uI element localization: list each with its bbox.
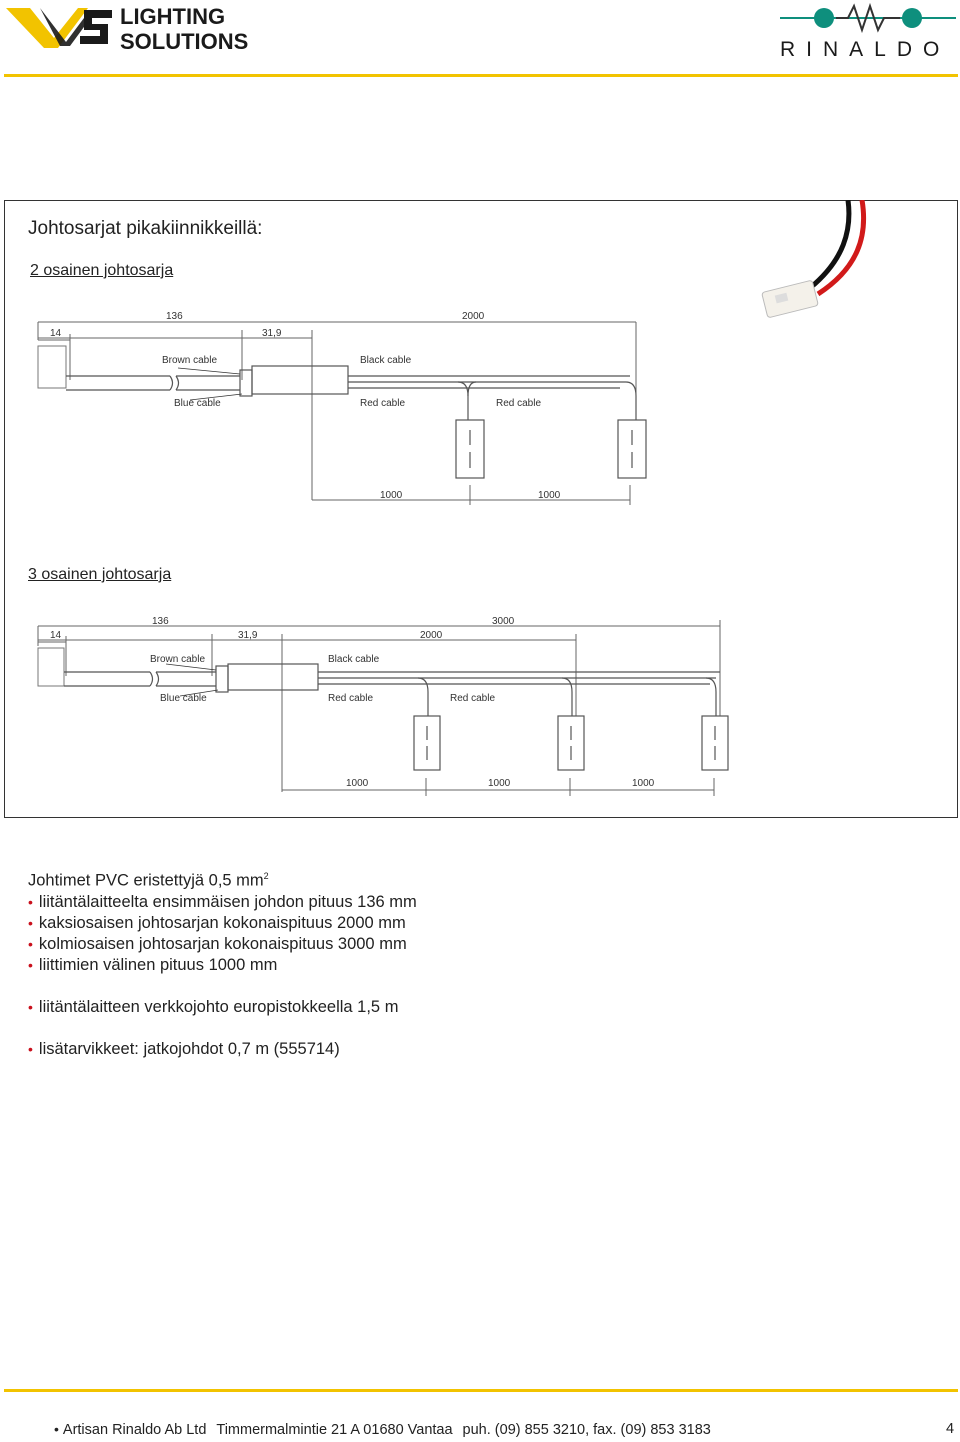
specs-intro-sup: 2 bbox=[263, 871, 269, 881]
spec-extra: • lisätarvikkeet: jatkojohdot 0,7 m (5557… bbox=[28, 1039, 417, 1060]
page-number: 4 bbox=[946, 1421, 955, 1437]
label-red-cable-1: Red cable bbox=[360, 398, 405, 409]
bullet-icon: • bbox=[28, 1040, 33, 1057]
dim-seg2: 1000 bbox=[538, 490, 561, 501]
harness-frame bbox=[4, 200, 958, 818]
footer-bullet-icon: • bbox=[54, 1421, 59, 1437]
three-part-harness-diagram: 136 14 31,9 2000 3000 1000 1000 1000 Bro… bbox=[30, 606, 740, 802]
brand-right: RINALDO bbox=[780, 38, 950, 61]
specs-block: Johtimet PVC eristettyjä 0,5 mm2 • liitän… bbox=[28, 866, 417, 1060]
dim2-seg1: 1000 bbox=[346, 778, 369, 789]
connector-photo bbox=[740, 199, 880, 320]
footer-company: Artisan Rinaldo Ab Ltd bbox=[62, 1422, 207, 1438]
section-heading-2-part: 2 osainen johtosarja bbox=[30, 262, 174, 279]
two-part-harness-diagram: 136 14 31,9 2000 1000 1000 Brown cable B… bbox=[30, 300, 650, 510]
spec-item: • kolmiosaisen johtosarjan kokonaispituus… bbox=[28, 934, 417, 955]
brand-left-line2: SOLUTIONS bbox=[120, 29, 248, 54]
bullet-icon: • bbox=[28, 935, 33, 952]
dim2-seg3: 1000 bbox=[632, 778, 655, 789]
label2-black-cable: Black cable bbox=[328, 654, 380, 665]
dim2-2000: 2000 bbox=[420, 630, 443, 641]
specs-intro-text: Johtimet PVC eristettyjä 0,5 mm bbox=[28, 871, 264, 890]
footer-address: Timmermalmintie 21 A 01680 Vantaa bbox=[216, 1422, 453, 1438]
label-black-cable: Black cable bbox=[360, 355, 412, 366]
spec-item-text: kolmiosaisen johtosarjan kokonaispituus … bbox=[38, 934, 407, 953]
spec-extra-text: liitäntälaitteen verkkojohto europistokk… bbox=[38, 997, 399, 1016]
bullet-icon: • bbox=[28, 914, 33, 931]
label-red-cable-2: Red cable bbox=[496, 398, 541, 409]
label2-red-cable-2: Red cable bbox=[450, 693, 495, 704]
bullet-icon: • bbox=[28, 893, 33, 910]
label2-brown-cable: Brown cable bbox=[150, 654, 205, 665]
dim-seg1: 1000 bbox=[380, 490, 403, 501]
label2-red-cable-1: Red cable bbox=[328, 693, 373, 704]
dim2-31-9: 31,9 bbox=[238, 630, 258, 641]
dim2-3000: 3000 bbox=[492, 616, 515, 627]
spec-item: • kaksiosaisen johtosarjan kokonaispituus… bbox=[28, 913, 417, 934]
footer-divider bbox=[4, 1389, 958, 1392]
spec-item-text: liittimien välinen pituus 1000 mm bbox=[38, 955, 278, 974]
dim-136: 136 bbox=[166, 311, 183, 322]
header-divider bbox=[4, 74, 958, 77]
lighting-solutions-logo: LIGHTING SOLUTIONS bbox=[4, 2, 266, 54]
brand-left-line1: LIGHTING bbox=[120, 4, 225, 29]
rinaldo-logo: RINALDO bbox=[778, 2, 958, 62]
bullet-icon: • bbox=[28, 998, 33, 1015]
label-blue-cable: Blue cable bbox=[174, 398, 221, 409]
spec-item: • liitäntälaitteelta ensimmäisen johdon p… bbox=[28, 892, 417, 913]
spec-item-text: kaksiosaisen johtosarjan kokonaispituus … bbox=[38, 913, 406, 932]
spec-extra-text: lisätarvikkeet: jatkojohdot 0,7 m (55571… bbox=[38, 1039, 340, 1058]
specs-intro: Johtimet PVC eristettyjä 0,5 mm2 bbox=[28, 866, 417, 892]
dim-2000: 2000 bbox=[462, 311, 485, 322]
spec-item: • liittimien välinen pituus 1000 mm bbox=[28, 955, 417, 976]
footer-phone: puh. (09) 855 3210, fax. (09) 853 3183 bbox=[462, 1422, 711, 1438]
dim-31-9: 31,9 bbox=[262, 328, 282, 339]
dim-14: 14 bbox=[50, 328, 62, 339]
page-title: Johtosarjat pikakiinnikkeillä: bbox=[28, 218, 263, 239]
bullet-icon: • bbox=[28, 956, 33, 973]
spec-extra: • liitäntälaitteen verkkojohto europistok… bbox=[28, 997, 417, 1018]
dim2-14: 14 bbox=[50, 630, 62, 641]
dim2-seg2: 1000 bbox=[488, 778, 511, 789]
spec-item-text: liitäntälaitteelta ensimmäisen johdon pi… bbox=[38, 892, 417, 911]
dim2-136: 136 bbox=[152, 616, 169, 627]
footer-contact: •Artisan Rinaldo Ab Ltd Timmermalmintie 2… bbox=[54, 1421, 721, 1438]
label-brown-cable: Brown cable bbox=[162, 355, 217, 366]
section-heading-3-part: 3 osainen johtosarja bbox=[28, 566, 172, 583]
label2-blue-cable: Blue cable bbox=[160, 693, 207, 704]
